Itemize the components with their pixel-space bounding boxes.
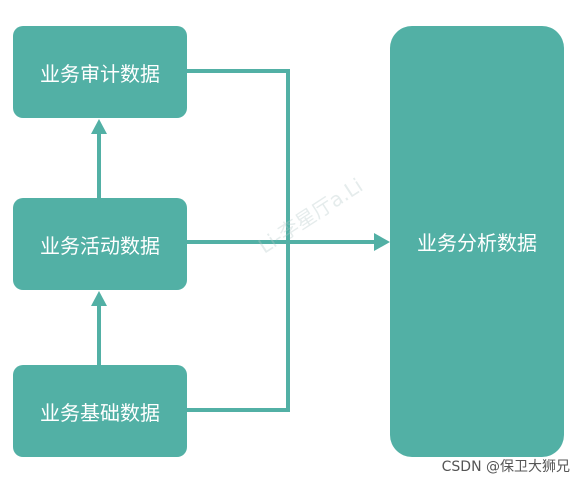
- arrowhead-analysis: [374, 233, 390, 251]
- node-basic-data: 业务基础数据: [13, 365, 187, 457]
- arrowhead-audit: [91, 119, 107, 134]
- node-audit-label: 业务审计数据: [40, 61, 160, 86]
- source-credit: CSDN @保卫大狮兄: [441, 459, 570, 475]
- node-activity-data: 业务活动数据: [13, 198, 187, 290]
- node-analysis-label: 业务分析数据: [417, 231, 537, 255]
- node-audit-data: 业务审计数据: [13, 26, 187, 118]
- node-basic-label: 业务基础数据: [40, 400, 160, 425]
- node-analysis-data: 业务分析数据: [390, 26, 564, 457]
- node-activity-label: 业务活动数据: [40, 233, 160, 258]
- arrowhead-activity: [91, 291, 107, 306]
